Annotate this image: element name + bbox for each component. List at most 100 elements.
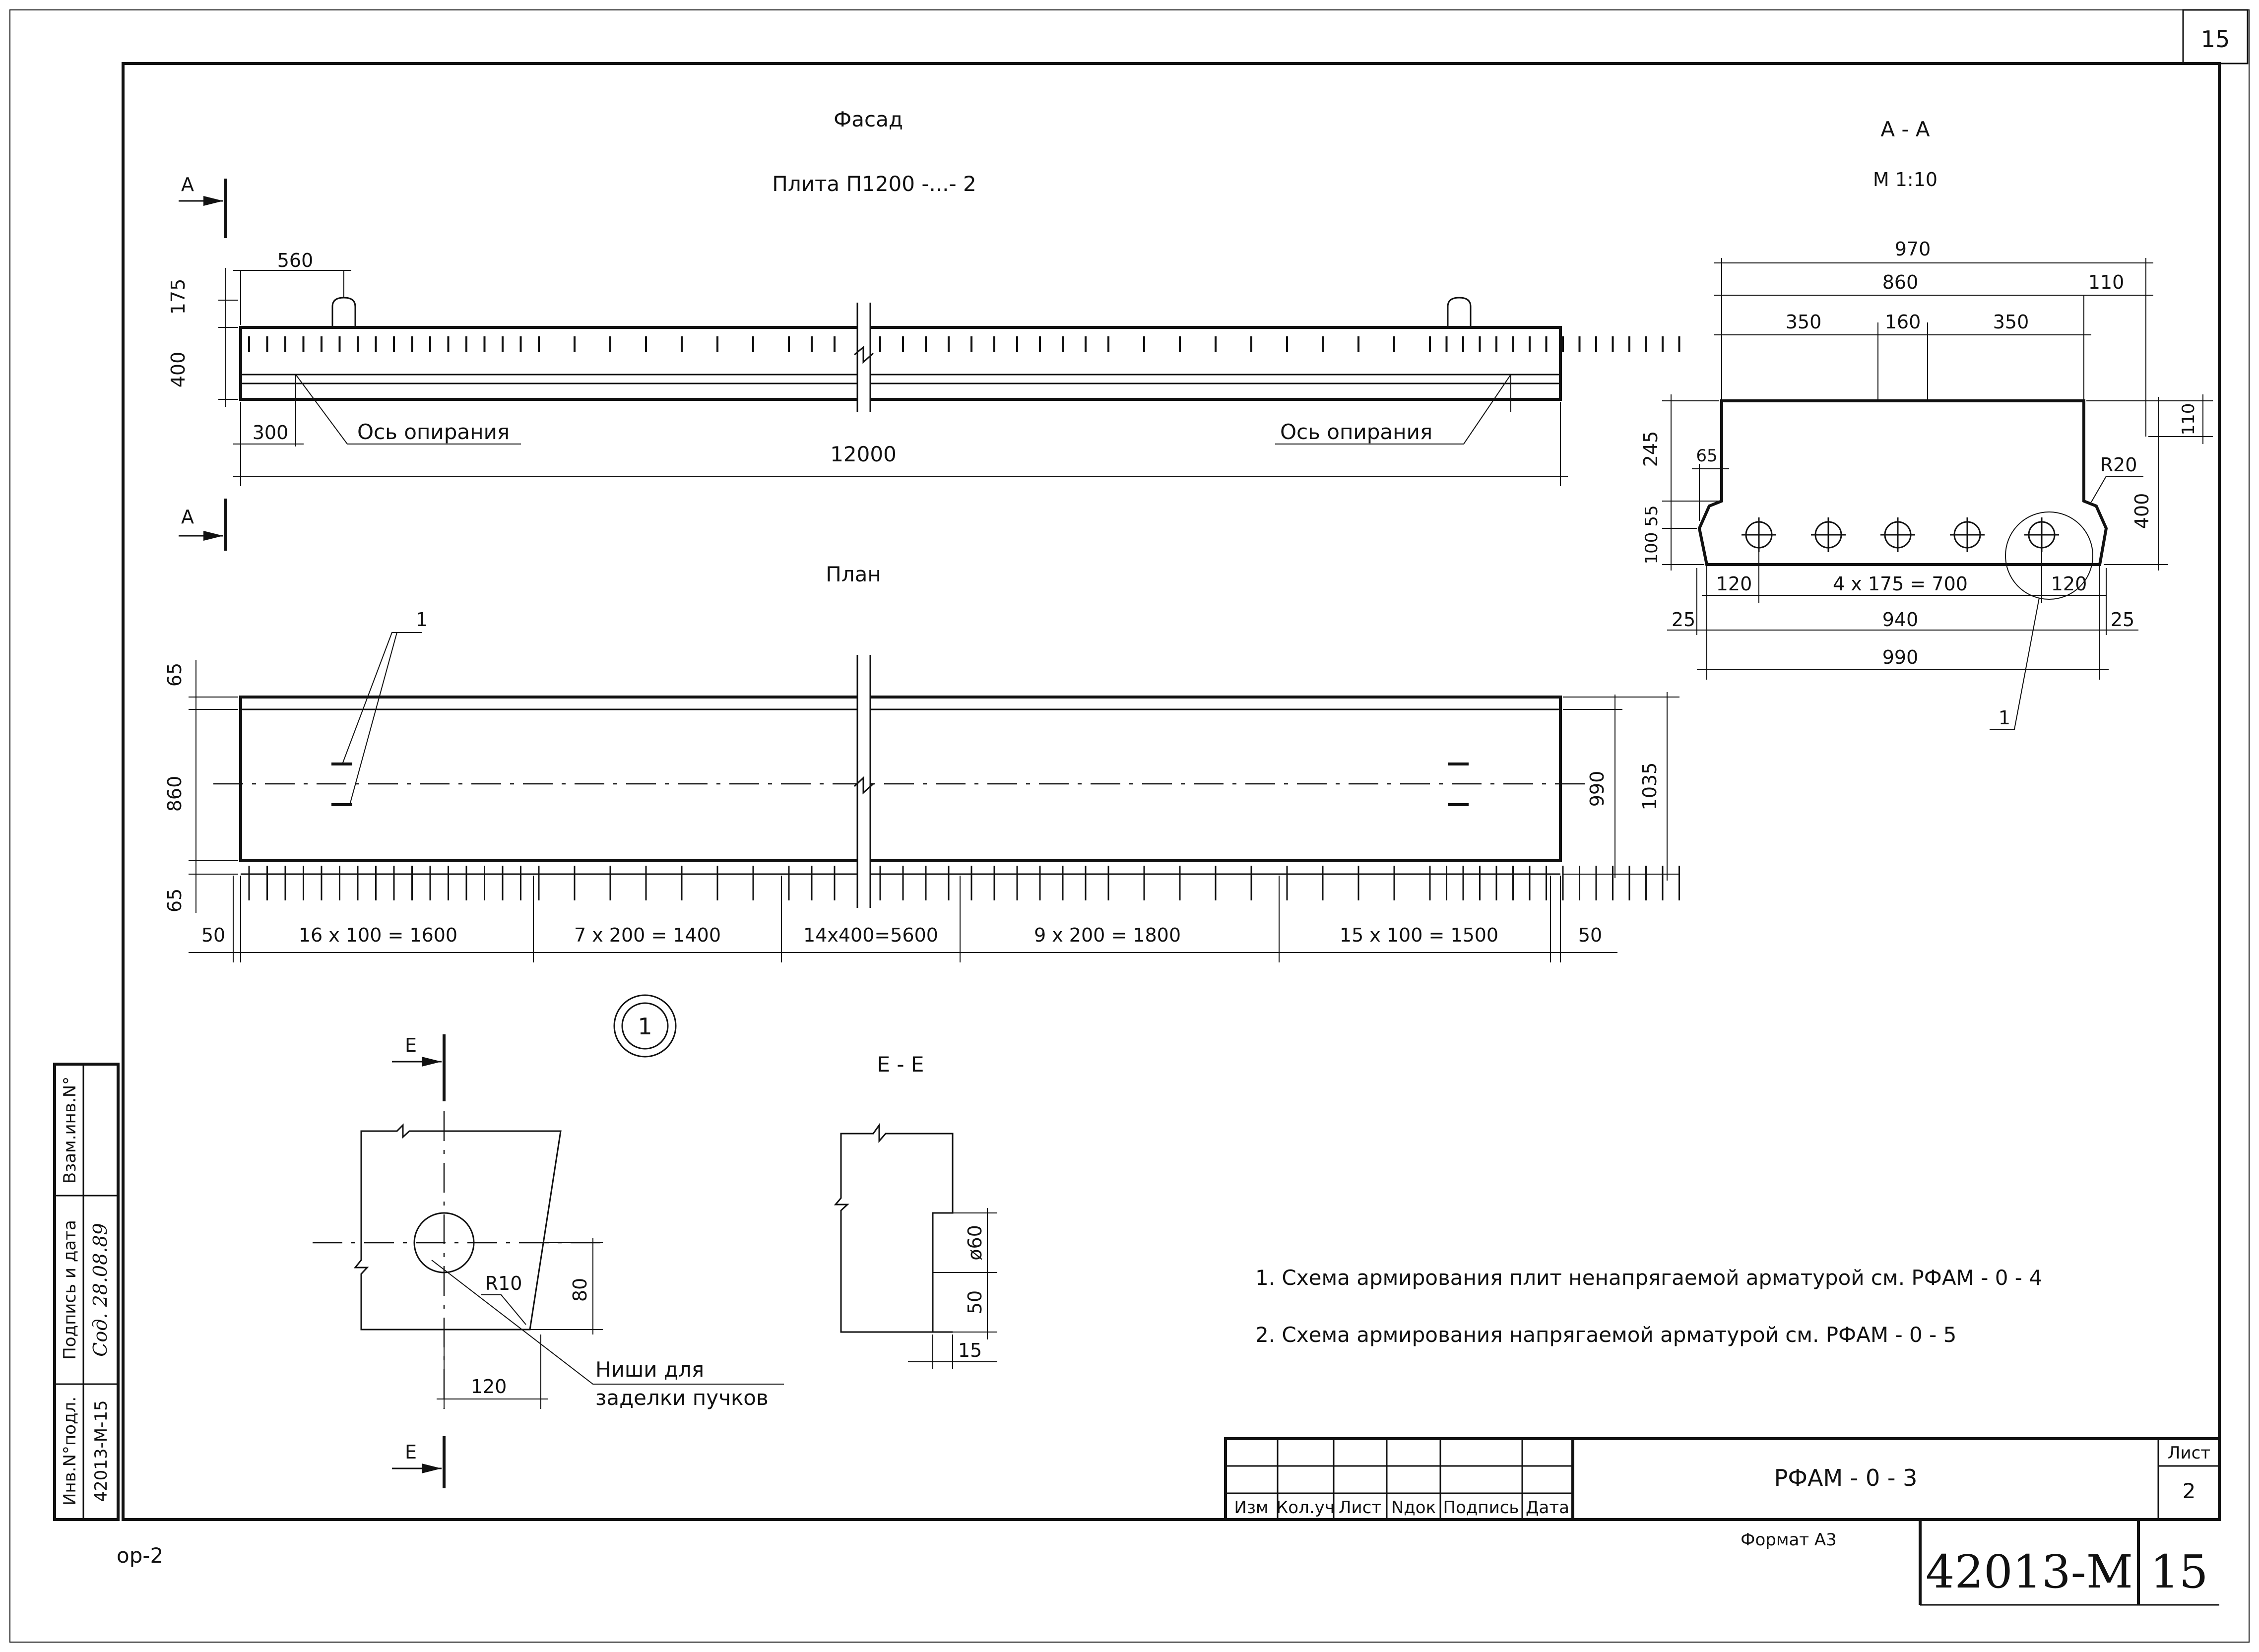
dim-ee-50: 50 <box>964 1290 986 1314</box>
node-1-number: 1 <box>638 1013 652 1040</box>
svg-text:А: А <box>181 174 194 195</box>
dim-ee-15: 15 <box>958 1339 982 1361</box>
section-aa-view: А - А М 1:10 970 860 11 <box>1640 117 2213 730</box>
dim-loop-offset: 560 <box>277 250 314 271</box>
dim-facade-height: 400 <box>167 352 189 388</box>
node-1-note-line1: Ниши для <box>595 1357 704 1382</box>
node-1-note-line2: заделки пучков <box>595 1386 769 1410</box>
dim-plan-end-left: 50 <box>201 924 225 946</box>
dim-support-offset: 300 <box>253 422 289 444</box>
notes: 1. Схема армирования плит ненапрягаемой … <box>1255 1266 2042 1347</box>
dim-plan-edge-top: 65 <box>164 663 186 687</box>
section-a-mark-top: А <box>179 174 227 238</box>
dim-aa-110-right: 110 <box>2179 403 2198 436</box>
svg-text:А: А <box>181 506 194 528</box>
dim-plan-seg4: 9 x 200 = 1800 <box>1034 924 1181 946</box>
section-a-mark-bottom: А <box>179 499 227 551</box>
plan-view: План 1 65 860 65 <box>164 562 1680 962</box>
section-aa-scale: М 1:10 <box>1873 169 1937 191</box>
section-aa-detail-circle <box>2005 511 2093 600</box>
dim-aa-100: 100 <box>1642 532 1662 565</box>
lifting-loop-left <box>331 297 356 327</box>
section-aa-title: А - А <box>1880 117 1930 141</box>
dim-ee-diameter: ø60 <box>964 1225 986 1261</box>
dim-plan-middle: 860 <box>164 776 186 812</box>
dim-aa-120-right: 120 <box>2051 573 2087 595</box>
node-1-outline <box>353 1123 562 1331</box>
dim-aa-350-right: 350 <box>1993 311 2029 333</box>
dim-aa-120-left: 120 <box>1716 573 1752 595</box>
footer: ор-2 Формат А3 42013-М 15 <box>117 1520 2219 1606</box>
footer-page: 15 <box>2150 1545 2208 1598</box>
stamp-replace-label: Взам.инв.N° <box>60 1077 80 1184</box>
dim-aa-400: 400 <box>2131 493 2153 529</box>
plan-title: План <box>826 562 881 586</box>
dim-node-r10: R10 <box>485 1272 522 1294</box>
stamp-sign-value: Сод. 28.08.89 <box>89 1223 111 1356</box>
dim-aa-65: 65 <box>1696 446 1717 466</box>
dim-plan-seg1: 16 x 100 = 1600 <box>299 924 457 946</box>
dim-aa-pitch: 4 x 175 = 700 <box>1833 573 1968 595</box>
lifting-loop-right <box>1447 297 1472 327</box>
node-1-section-mark-top: Е <box>405 1034 417 1056</box>
dim-aa-110-top: 110 <box>2088 271 2125 293</box>
dim-aa-350-left: 350 <box>1786 311 1822 333</box>
tb-col-ndok: Nдок <box>1391 1498 1436 1518</box>
dim-aa-970: 970 <box>1895 238 1931 260</box>
dim-plan-seg3: 14x400=5600 <box>803 924 938 946</box>
tb-col-list: Лист <box>1339 1498 1381 1518</box>
dim-aa-860: 860 <box>1882 271 1919 293</box>
side-stamp: Взам.инв.N° Подпись и дата Сод. 28.08.89… <box>53 1063 120 1521</box>
dim-aa-55: 55 <box>1642 505 1662 526</box>
dim-plan-seg2: 7 x 200 = 1400 <box>574 924 721 946</box>
corner-sheet-number: 15 <box>2201 26 2230 53</box>
dim-aa-245: 245 <box>1640 431 1662 467</box>
tb-col-koluch: Кол.уч <box>1276 1498 1335 1518</box>
footer-left-mark: ор-2 <box>117 1543 163 1568</box>
facade-subtitle: Плита П1200 -...- 2 <box>772 172 976 196</box>
note-2: 2. Схема армирования напрягаемой арматур… <box>1255 1323 1956 1347</box>
plan-stirrup-ticks <box>248 866 1680 900</box>
dim-aa-25-right: 25 <box>2111 609 2134 631</box>
node-1-detail: 1 Е Е 80 120 R10 Ниши для заделки пучков <box>313 994 784 1488</box>
dim-plan-width-990: 990 <box>1586 771 1608 807</box>
tb-designation: РФАМ - 0 - 3 <box>1774 1464 1918 1491</box>
footer-album: 42013-М <box>1926 1545 2133 1598</box>
dim-plan-edge-bottom: 65 <box>164 889 186 912</box>
tb-col-podpis: Подпись <box>1443 1498 1519 1518</box>
section-aa-outline <box>1697 399 2108 566</box>
title-block: Изм Кол.уч Лист Nдок Подпись Дата РФАМ -… <box>1224 1437 2221 1521</box>
note-1: 1. Схема армирования плит ненапрягаемой … <box>1255 1266 2042 1290</box>
dim-total-length: 12000 <box>830 442 897 466</box>
tb-col-data: Дата <box>1526 1498 1569 1518</box>
section-ee-view: Е - Е ø60 50 15 <box>834 1052 997 1369</box>
section-ee-hatched-body <box>834 1123 954 1333</box>
facade-break-line <box>854 303 874 412</box>
plan-slab-outline <box>239 696 1562 862</box>
support-axis-label-right: Ось опирания <box>1280 420 1432 444</box>
facade-title: Фасад <box>834 107 903 131</box>
facade-stirrup-ticks <box>248 336 1680 352</box>
stamp-inv-value: 42013-М-15 <box>91 1400 111 1502</box>
tb-sheet-number: 2 <box>2183 1479 2196 1503</box>
support-axis-label-left: Ось опирания <box>357 420 510 444</box>
dim-node-80: 80 <box>569 1278 591 1302</box>
dim-aa-25-left: 25 <box>1672 609 1695 631</box>
dim-loop-height: 175 <box>167 279 189 315</box>
dim-aa-990: 990 <box>1882 646 1919 668</box>
dim-plan-seg5: 15 x 100 = 1500 <box>1340 924 1498 946</box>
section-ee-title: Е - Е <box>877 1052 924 1077</box>
dim-aa-940: 940 <box>1882 609 1919 631</box>
facade-view: Фасад Плита П1200 -...- 2 А А <box>167 107 1680 551</box>
dim-aa-r20: R20 <box>2100 454 2137 476</box>
node-1-section-mark-bottom: Е <box>405 1441 417 1463</box>
tb-col-izm: Изм <box>1234 1498 1268 1518</box>
dim-plan-width-1035: 1035 <box>1639 762 1661 811</box>
section-aa-strands <box>1742 511 2093 600</box>
facade-slab-outline <box>239 326 1562 401</box>
sheet-frame: 15 <box>9 9 2250 1643</box>
dim-node-120: 120 <box>471 1376 507 1398</box>
section-aa-callout-1: 1 <box>1999 707 2010 729</box>
stamp-sign-label: Подпись и дата <box>60 1220 80 1360</box>
